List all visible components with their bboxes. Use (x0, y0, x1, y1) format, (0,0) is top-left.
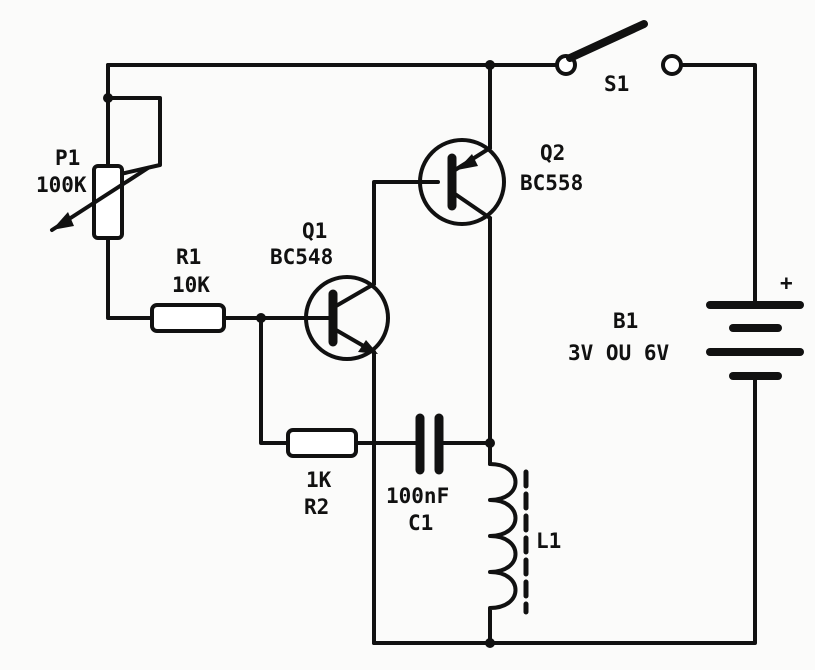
junction-dot (485, 638, 495, 648)
wire-bottom-rail (372, 376, 757, 645)
battery-b1: + B1 3V OU 6V (568, 271, 804, 380)
r1-body (150, 303, 226, 333)
r2-value: 1K (306, 468, 332, 492)
c1-designator: C1 (408, 511, 433, 535)
inductor-l1: L1 (488, 462, 561, 615)
wire-node-to-r2 (259, 316, 290, 445)
l1-coil (488, 462, 518, 614)
r1-designator: R1 (176, 245, 201, 269)
q2-collector-leg (453, 192, 492, 220)
wire-p1-loop (106, 96, 162, 177)
q1-designator: Q1 (302, 219, 327, 243)
capacitor-c1: 100nF C1 (386, 413, 449, 535)
b1-value: 3V OU 6V (568, 341, 670, 365)
l1-designator: L1 (536, 529, 561, 553)
s1-designator: S1 (604, 72, 629, 96)
r1-value: 10K (172, 273, 210, 297)
q2-emitter-arrow (457, 154, 478, 170)
b1-polarity-plus: + (780, 271, 793, 295)
resistor-r2: 1K R2 (286, 428, 358, 519)
q1-envelope (304, 275, 390, 361)
wire-s1-to-battery (678, 63, 757, 307)
junction-dot (485, 60, 495, 70)
switch-s1: S1 (555, 20, 683, 96)
p1-value: 100K (36, 173, 87, 197)
wire-q1c-to-q2b (372, 180, 440, 286)
junctions (103, 60, 495, 648)
q1-emitter-arrow (358, 340, 378, 354)
s1-contact-right (661, 54, 683, 76)
q2-envelope (418, 138, 506, 226)
q1-value-visible: BC548 (270, 245, 333, 269)
junction-dot (103, 93, 113, 103)
q2-value: BC558 (520, 171, 583, 195)
resistor-r1: R1 10K (150, 245, 226, 333)
wires (106, 63, 757, 645)
junction-dot (485, 438, 495, 448)
potentiometer-p1: P1 100K (36, 146, 150, 240)
q1-collector-leg (334, 282, 376, 308)
transistor-q1: Q1 BC548 BC548 (270, 219, 390, 361)
r2-body (286, 428, 358, 458)
wire-p1-bottom (106, 234, 154, 320)
r2-designator: R2 (304, 495, 329, 519)
q2-designator: Q2 (540, 141, 565, 165)
transistor-q2: Q2 BC558 (418, 138, 583, 226)
b1-designator: B1 (613, 309, 638, 333)
p1-arrowhead (52, 212, 74, 230)
p1-designator: P1 (55, 146, 80, 170)
junction-dot (256, 313, 266, 323)
c1-value: 100nF (386, 484, 449, 508)
s1-lever (566, 20, 648, 62)
